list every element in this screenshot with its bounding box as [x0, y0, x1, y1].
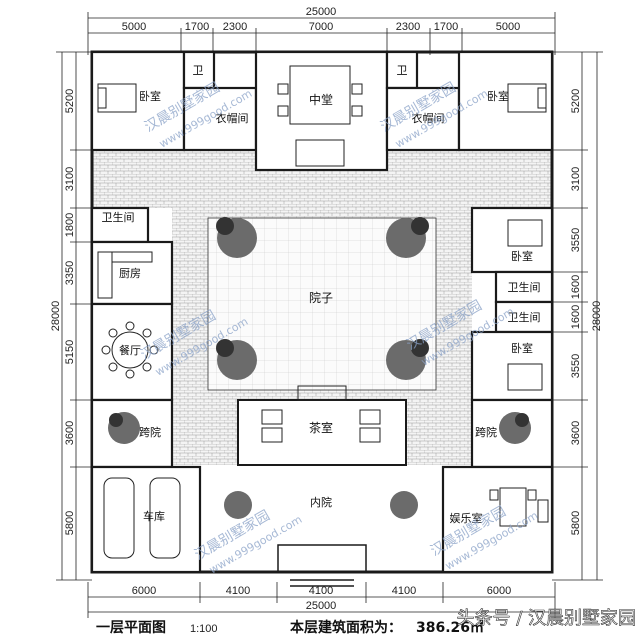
room-entertainment: 娱乐室 — [450, 511, 483, 525]
left-dimension-lines — [56, 51, 92, 581]
dim-right-seg: 1600 — [570, 275, 582, 299]
dim-left-seg: 3600 — [64, 421, 76, 445]
room-garage: 车库 — [143, 509, 165, 523]
room-bedroom-right-upper: 卧室 — [511, 249, 533, 263]
room-kitchen: 厨房 — [119, 267, 141, 280]
dim-top-seg: 2300 — [223, 21, 247, 33]
area-value: 386.26㎡ — [416, 619, 484, 636]
room-side-yard-right: 跨院 — [475, 425, 497, 439]
room-side-yard-left: 跨院 — [139, 425, 161, 439]
bed-right-lower — [507, 363, 543, 391]
room-inner-yard: 内院 — [310, 495, 332, 509]
dining-table — [101, 321, 159, 379]
bottom-wing — [90, 465, 554, 574]
room-wc-top-right: 卫 — [397, 64, 408, 77]
plan-title: 一层平面图 — [96, 620, 166, 636]
tree-icon — [108, 217, 531, 519]
dim-right-seg: 3550 — [570, 228, 582, 252]
bed-right-upper — [507, 219, 543, 247]
dim-left-seg: 5800 — [64, 511, 76, 535]
dim-right-seg: 1600 — [570, 305, 582, 329]
hall-furniture — [277, 65, 363, 167]
entertainment-furniture — [489, 487, 549, 527]
kitchen-counter — [97, 251, 153, 299]
room-bathroom-right-1: 卫生间 — [508, 280, 541, 294]
bed-top-right — [507, 83, 547, 113]
dim-top-total: 25000 — [306, 6, 337, 18]
room-wc-top-left: 卫 — [193, 64, 204, 77]
room-bedroom-top-right: 卧室 — [487, 89, 509, 103]
dim-left-seg: 5150 — [64, 340, 76, 364]
dim-left-seg: 3100 — [64, 167, 76, 191]
dim-left-total: 28000 — [50, 301, 62, 332]
dim-bottom-total: 25000 — [306, 600, 337, 612]
room-closet-left: 衣帽间 — [216, 111, 249, 125]
right-dimension-lines — [552, 51, 603, 581]
dim-bottom-seg: 4100 — [392, 585, 416, 597]
garage-cars — [103, 477, 181, 559]
area-label: 本层建筑面积为： — [290, 619, 402, 636]
dim-top-seg: 5000 — [122, 21, 146, 33]
room-central-hall: 中堂 — [309, 92, 333, 107]
dim-top-seg: 2300 — [396, 21, 420, 33]
dim-right-seg: 3600 — [570, 421, 582, 445]
dim-right-total: 28000 — [591, 301, 603, 332]
dim-right-seg: 3550 — [570, 354, 582, 378]
bottom-dimension-lines — [87, 582, 556, 618]
top-dimension-lines — [87, 12, 556, 55]
dim-bottom-seg: 6000 — [487, 585, 511, 597]
dim-left-seg: 1800 — [64, 213, 76, 237]
dim-top-seg: 1700 — [434, 21, 458, 33]
room-tea-room: 茶室 — [309, 420, 333, 435]
room-dining: 餐厅 — [119, 343, 141, 357]
dim-bottom-seg: 4100 — [226, 585, 250, 597]
room-courtyard: 院子 — [309, 291, 333, 305]
dim-left-seg: 3350 — [64, 261, 76, 285]
inner-yard-entrance — [277, 544, 367, 587]
room-bedroom-right-lower: 卧室 — [511, 341, 533, 355]
dim-right-seg: 5800 — [570, 511, 582, 535]
dim-bottom-seg: 4100 — [309, 585, 333, 597]
bed-top-left — [97, 83, 137, 113]
room-bathroom-right-2: 卫生间 — [508, 310, 541, 324]
room-bathroom-left: 卫生间 — [102, 210, 135, 224]
tea-room-furniture — [261, 385, 381, 443]
dim-top-seg: 7000 — [309, 21, 333, 33]
dim-top-seg: 1700 — [185, 21, 209, 33]
dim-bottom-seg: 6000 — [132, 585, 156, 597]
dim-right-seg: 5200 — [570, 89, 582, 113]
dim-left-seg: 5200 — [64, 89, 76, 113]
top-wing — [90, 50, 554, 172]
dim-top-seg: 5000 — [496, 21, 520, 33]
room-closet-right: 衣帽间 — [412, 111, 445, 125]
right-wing — [470, 206, 554, 402]
side-yards — [90, 398, 554, 469]
room-bedroom-top-left: 卧室 — [139, 89, 161, 103]
credit-text: 头条号 / 汉晨别墅家园 — [456, 608, 636, 629]
dim-right-seg: 3100 — [570, 167, 582, 191]
plan-scale: 1:100 — [190, 623, 218, 635]
